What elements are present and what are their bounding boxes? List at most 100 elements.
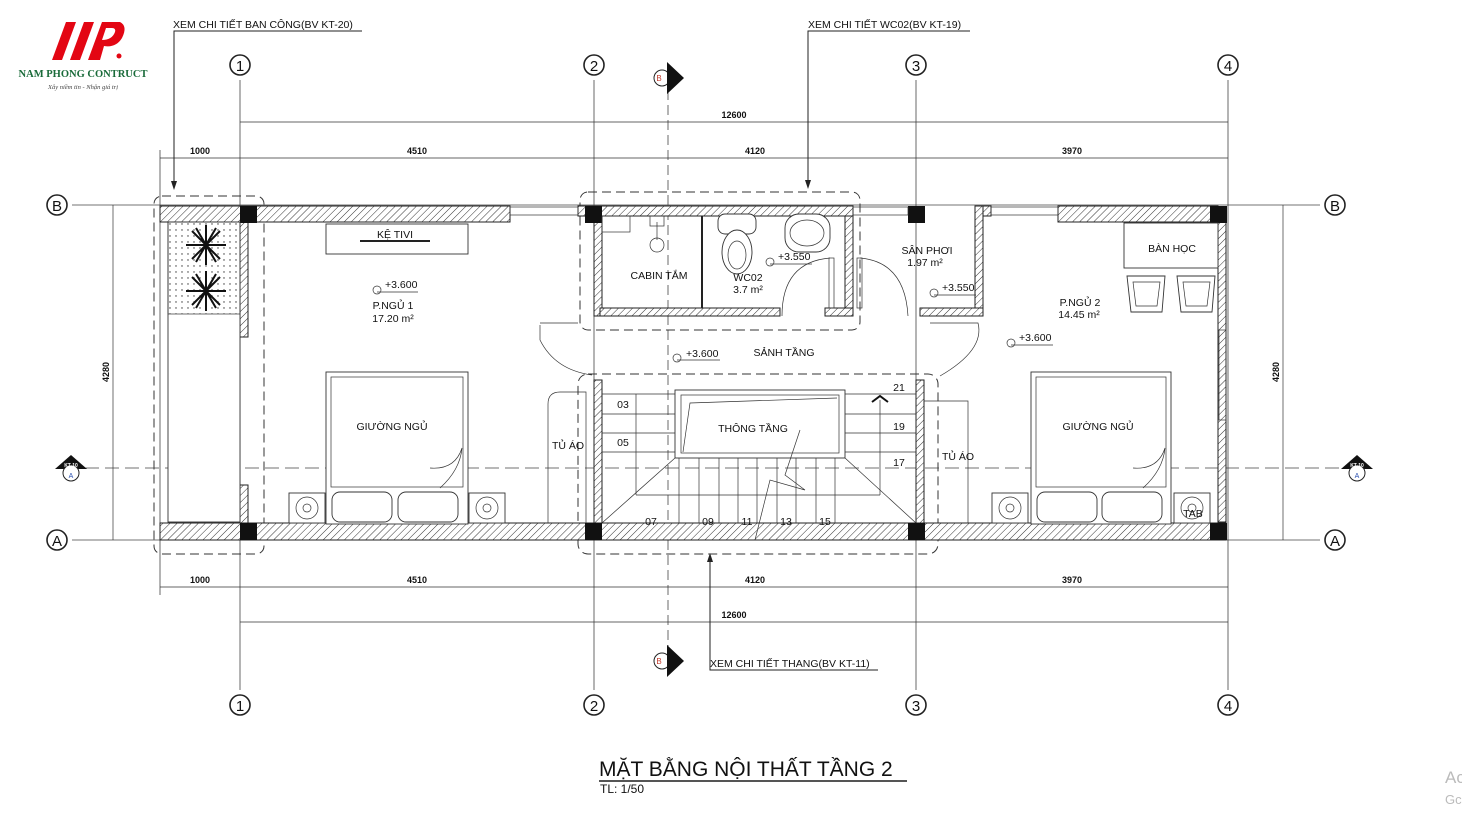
logo-slogan: Xây niềm tin - Nhận giá trị [47, 84, 118, 91]
section-mark-left: KT-10 A [55, 455, 87, 482]
grid-bubble-A-right: A [1324, 529, 1346, 551]
lobby-label: SẢNH TẦNG [753, 346, 814, 359]
bed2-bed-label: GIƯỜNG NGỦ [1062, 420, 1133, 433]
wc02: CABIN TẮM WC02 3.7 m² +3.550 [601, 213, 835, 317]
section-mark-bottom: B [653, 645, 684, 677]
lobby-level: +3.600 [686, 348, 719, 360]
drying-level: +3.550 [942, 282, 975, 294]
plant-icon [186, 225, 226, 311]
watermark: Ac Gc [1445, 768, 1462, 807]
title-main: MẶT BẰNG NỘI THẤT TẦNG 2 [599, 757, 893, 781]
logo-mark [52, 22, 125, 60]
chair-icon [1126, 275, 1166, 313]
grid-bubble-3-top: 3 [905, 54, 927, 76]
chair-icon [1176, 275, 1216, 313]
dim-seg-1-bottom: 1000 [190, 575, 210, 585]
stair-direction-arrow-icon [871, 394, 889, 403]
svg-text:KT-10: KT-10 [1350, 463, 1364, 469]
svg-text:2: 2 [590, 58, 598, 75]
bed1-name: P.NGỦ 1 [373, 299, 414, 312]
dim-seg-2-top: 4510 [407, 146, 427, 156]
lobby: SẢNH TẦNG +3.600 [672, 346, 815, 363]
shower-label: CABIN TẮM [631, 269, 688, 282]
svg-text:4: 4 [1224, 58, 1232, 75]
bed2-level: +3.600 [1019, 332, 1052, 344]
grid-bubble-4-top: 4 [1217, 54, 1239, 76]
svg-text:A: A [52, 533, 62, 550]
svg-text:1: 1 [236, 58, 244, 75]
dim-depth-right: 4280 [1271, 362, 1281, 382]
svg-text:B: B [656, 657, 661, 666]
watermark-line2: Gc [1445, 792, 1462, 807]
dim-seg-3-top: 4120 [745, 146, 765, 156]
svg-text:A: A [1355, 473, 1360, 480]
callouts: XEM CHI TIẾT BAN CÔNG(BV KT-20) XEM CHI … [171, 18, 970, 671]
bed1-area: 17.20 m² [372, 313, 414, 325]
drawing-title: MẶT BẰNG NỘI THẤT TẦNG 2 TL: 1/50 [599, 757, 907, 796]
svg-text:2: 2 [590, 698, 598, 715]
nightstand-icon [991, 492, 1029, 524]
grid-bubble-1-bottom: 1 [229, 694, 251, 716]
dim-total-top: 12600 [721, 110, 746, 120]
callout-wc: XEM CHI TIẾT WC02(BV KT-19) [808, 18, 961, 31]
drying-yard: SÂN PHƠI 1.97 m² +3.550 [856, 244, 980, 377]
title-scale: TL: 1/50 [600, 782, 644, 796]
study-desk [1123, 222, 1219, 269]
grid-bubble-A-left: A [46, 529, 68, 551]
svg-text:A: A [1330, 533, 1340, 550]
desk-label: BÀN HỌC [1148, 242, 1196, 255]
stair-step-03: 03 [617, 399, 629, 411]
dim-depth-left: 4280 [101, 362, 111, 382]
svg-text:B: B [52, 198, 62, 215]
nightstand-icon [1173, 492, 1211, 524]
grid-bubble-3-bottom: 3 [905, 694, 927, 716]
svg-text:4: 4 [1224, 698, 1232, 715]
grid-bubble-2-top: 2 [583, 54, 605, 76]
tv-shelf [325, 223, 469, 255]
tab-label: TAB [1183, 508, 1203, 520]
stair-step-21: 21 [893, 382, 905, 394]
void-opening [674, 389, 846, 459]
bed2-name: P.NGỦ 2 [1060, 296, 1101, 309]
wardrobe-right-label: TỦ ÁO [942, 450, 974, 463]
dim-seg-2-bottom: 4510 [407, 575, 427, 585]
wc-area: 3.7 m² [733, 284, 763, 296]
stair-step-05: 05 [617, 437, 629, 449]
stair-step-09: 09 [702, 516, 714, 528]
wardrobe-left-label: TỦ ÁO [552, 439, 584, 452]
company-logo: NAM PHONG CONTRUCT Xây niềm tin - Nhận g… [19, 22, 148, 91]
logo-company-name: NAM PHONG CONTRUCT [19, 69, 148, 80]
stair-step-15: 15 [819, 516, 831, 528]
toilet-icon [717, 213, 757, 275]
watermark-line1: Ac [1445, 768, 1462, 787]
balcony [167, 221, 241, 523]
grid-bubble-2-bottom: 2 [583, 694, 605, 716]
drying-area: 1.97 m² [907, 257, 943, 269]
grid-bubble-B-right: B [1324, 194, 1346, 216]
bedroom-1: KỆ TIVI +3.600 P.NGỦ 1 17.20 m² GIƯỜNG N… [288, 223, 593, 525]
bed1-bed-label: GIƯỜNG NGỦ [356, 420, 427, 433]
nightstand-icon [468, 492, 506, 524]
callout-balcony: XEM CHI TIẾT BAN CÔNG(BV KT-20) [173, 18, 353, 31]
svg-text:KT-10: KT-10 [64, 463, 78, 469]
grid-bubble-1-top: 1 [229, 54, 251, 76]
stair-step-13: 13 [780, 516, 792, 528]
sink-icon [784, 213, 831, 253]
stair-step-11: 11 [742, 516, 753, 528]
bedroom-2: BÀN HỌC P.NGỦ 2 14.45 m² +3.600 TỦ ÁO GI… [924, 222, 1219, 525]
svg-text:A: A [69, 473, 74, 480]
callout-stair: XEM CHI TIẾT THANG(BV KT-11) [710, 657, 870, 670]
wc-level: +3.550 [778, 251, 811, 263]
stair-step-17: 17 [893, 457, 905, 469]
dimension-lines: 12600 1000 4510 4120 3970 1000 4510 4120… [101, 110, 1284, 623]
stair-step-19: 19 [893, 421, 905, 433]
svg-text:B: B [656, 74, 661, 83]
dim-seg-3-bottom: 4120 [745, 575, 765, 585]
detail-zones [153, 191, 939, 555]
svg-text:3: 3 [912, 698, 920, 715]
section-mark-top: B [653, 62, 684, 94]
svg-text:1: 1 [236, 698, 244, 715]
svg-text:B: B [1330, 198, 1340, 215]
nightstand-icon [288, 492, 326, 524]
